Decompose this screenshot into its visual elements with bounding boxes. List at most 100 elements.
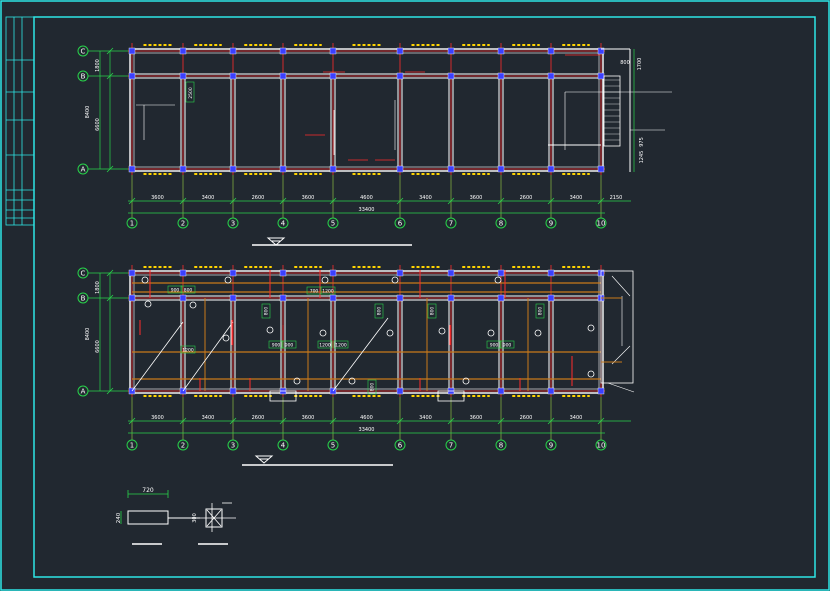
tag-text: 900 [171,288,180,294]
column-marker [447,47,455,55]
bay-dim: 3600 [470,195,483,201]
column-marker [329,165,337,173]
dimension-tick [497,417,505,425]
dimension-tick [106,72,114,80]
total-dim: 33400 [359,207,375,213]
column-marker [597,47,605,55]
footing [269,390,297,402]
axis-row-B-label: B [81,73,86,81]
stair-box [603,75,621,147]
axis-col-8-bubble [495,217,507,229]
bay-dim: 3600 [151,195,164,201]
bay-dim: 3400 [570,415,583,421]
axis-col-10-label: 10 [597,220,606,228]
detail-width-label: 720 [142,487,154,494]
bay-dim: 3400 [419,195,432,201]
axis-col-7-bubble [445,439,457,451]
dimension-tick [447,197,455,205]
column-marker [547,47,555,55]
outer-wall-inner [133,274,600,390]
axis-row-A-label: A [81,388,86,396]
axis-col-3-label: 3 [231,442,235,450]
axis-col-7-label: 7 [449,220,453,228]
tag-text: 900 [272,343,281,349]
tag-text: 800 [538,307,544,316]
tag-text: 800 [264,307,270,316]
column-marker [229,294,237,302]
bay-dim: 3600 [302,195,315,201]
axis-col-6-bubble [394,439,406,451]
axis-col-4-bubble [277,217,289,229]
hole-circle [224,276,232,284]
tag-text: 900 [285,343,294,349]
bay-dim: 3400 [570,195,583,201]
hole-circle [189,301,197,309]
axis-col-9-bubble [545,439,557,451]
tag-text: 900 [503,343,512,349]
left-dim: 8400 [85,106,91,119]
column-marker [447,294,455,302]
column-marker [329,269,337,277]
dimension-tick [396,197,404,205]
column-marker [128,47,136,55]
column-marker [547,294,555,302]
axis-col-2-bubble [177,217,189,229]
column-marker [229,387,237,395]
axis-col-4-label: 4 [281,220,286,228]
detail-section: 720 240 300 [116,487,236,545]
column-marker [497,269,505,277]
bay-dim: 2600 [252,415,265,421]
dimension-tick [106,387,114,395]
column-marker [279,269,287,277]
tag-box [427,303,437,319]
column-marker [497,387,505,395]
dimension-tick [106,47,114,55]
axis-col-3-bubble [227,439,239,451]
axis-col-3-label: 3 [231,220,235,228]
tag-box [535,303,545,319]
axis-col-9-label: 9 [549,442,553,450]
hole-circle [438,327,446,335]
column-marker [547,165,555,173]
column-marker [547,269,555,277]
column-marker [396,269,404,277]
left-dim: 8400 [85,328,91,341]
bay-dim: 4600 [360,195,373,201]
tag-box [499,340,515,349]
column-marker [229,165,237,173]
column-marker [179,47,187,55]
column-marker [128,269,136,277]
hole-circle [587,324,595,332]
total-dim: 33400 [359,427,375,433]
annex-box [600,270,634,384]
column-marker [396,294,404,302]
axis-col-2-label: 2 [181,220,185,228]
bay-dim: 3400 [419,415,432,421]
hole-circle [293,377,301,385]
tag-box [180,285,196,294]
title-block [5,16,35,226]
hole-circle [494,276,502,284]
dimension-tick [279,417,287,425]
axis-col-8-label: 8 [499,442,503,450]
axis-row-C-label: C [81,270,86,278]
dimension-tick [229,197,237,205]
dimension-tick [329,197,337,205]
axis-row-A-label: A [81,166,86,174]
inner-tag: 2500 [188,87,194,99]
axis-col-6-label: 6 [398,442,403,450]
axis-col-7-bubble [445,217,457,229]
column-marker [497,47,505,55]
column-marker [497,294,505,302]
dimension-tick [396,417,404,425]
tag-box [367,379,377,395]
column-marker [447,165,455,173]
tag-text: 800 [377,307,383,316]
axis-col-10-bubble [595,217,607,229]
plan-bottom-title [242,455,393,466]
tag-text: 1200 [335,343,347,349]
bay-dim: 2600 [520,195,533,201]
plan-top-title [252,237,412,246]
